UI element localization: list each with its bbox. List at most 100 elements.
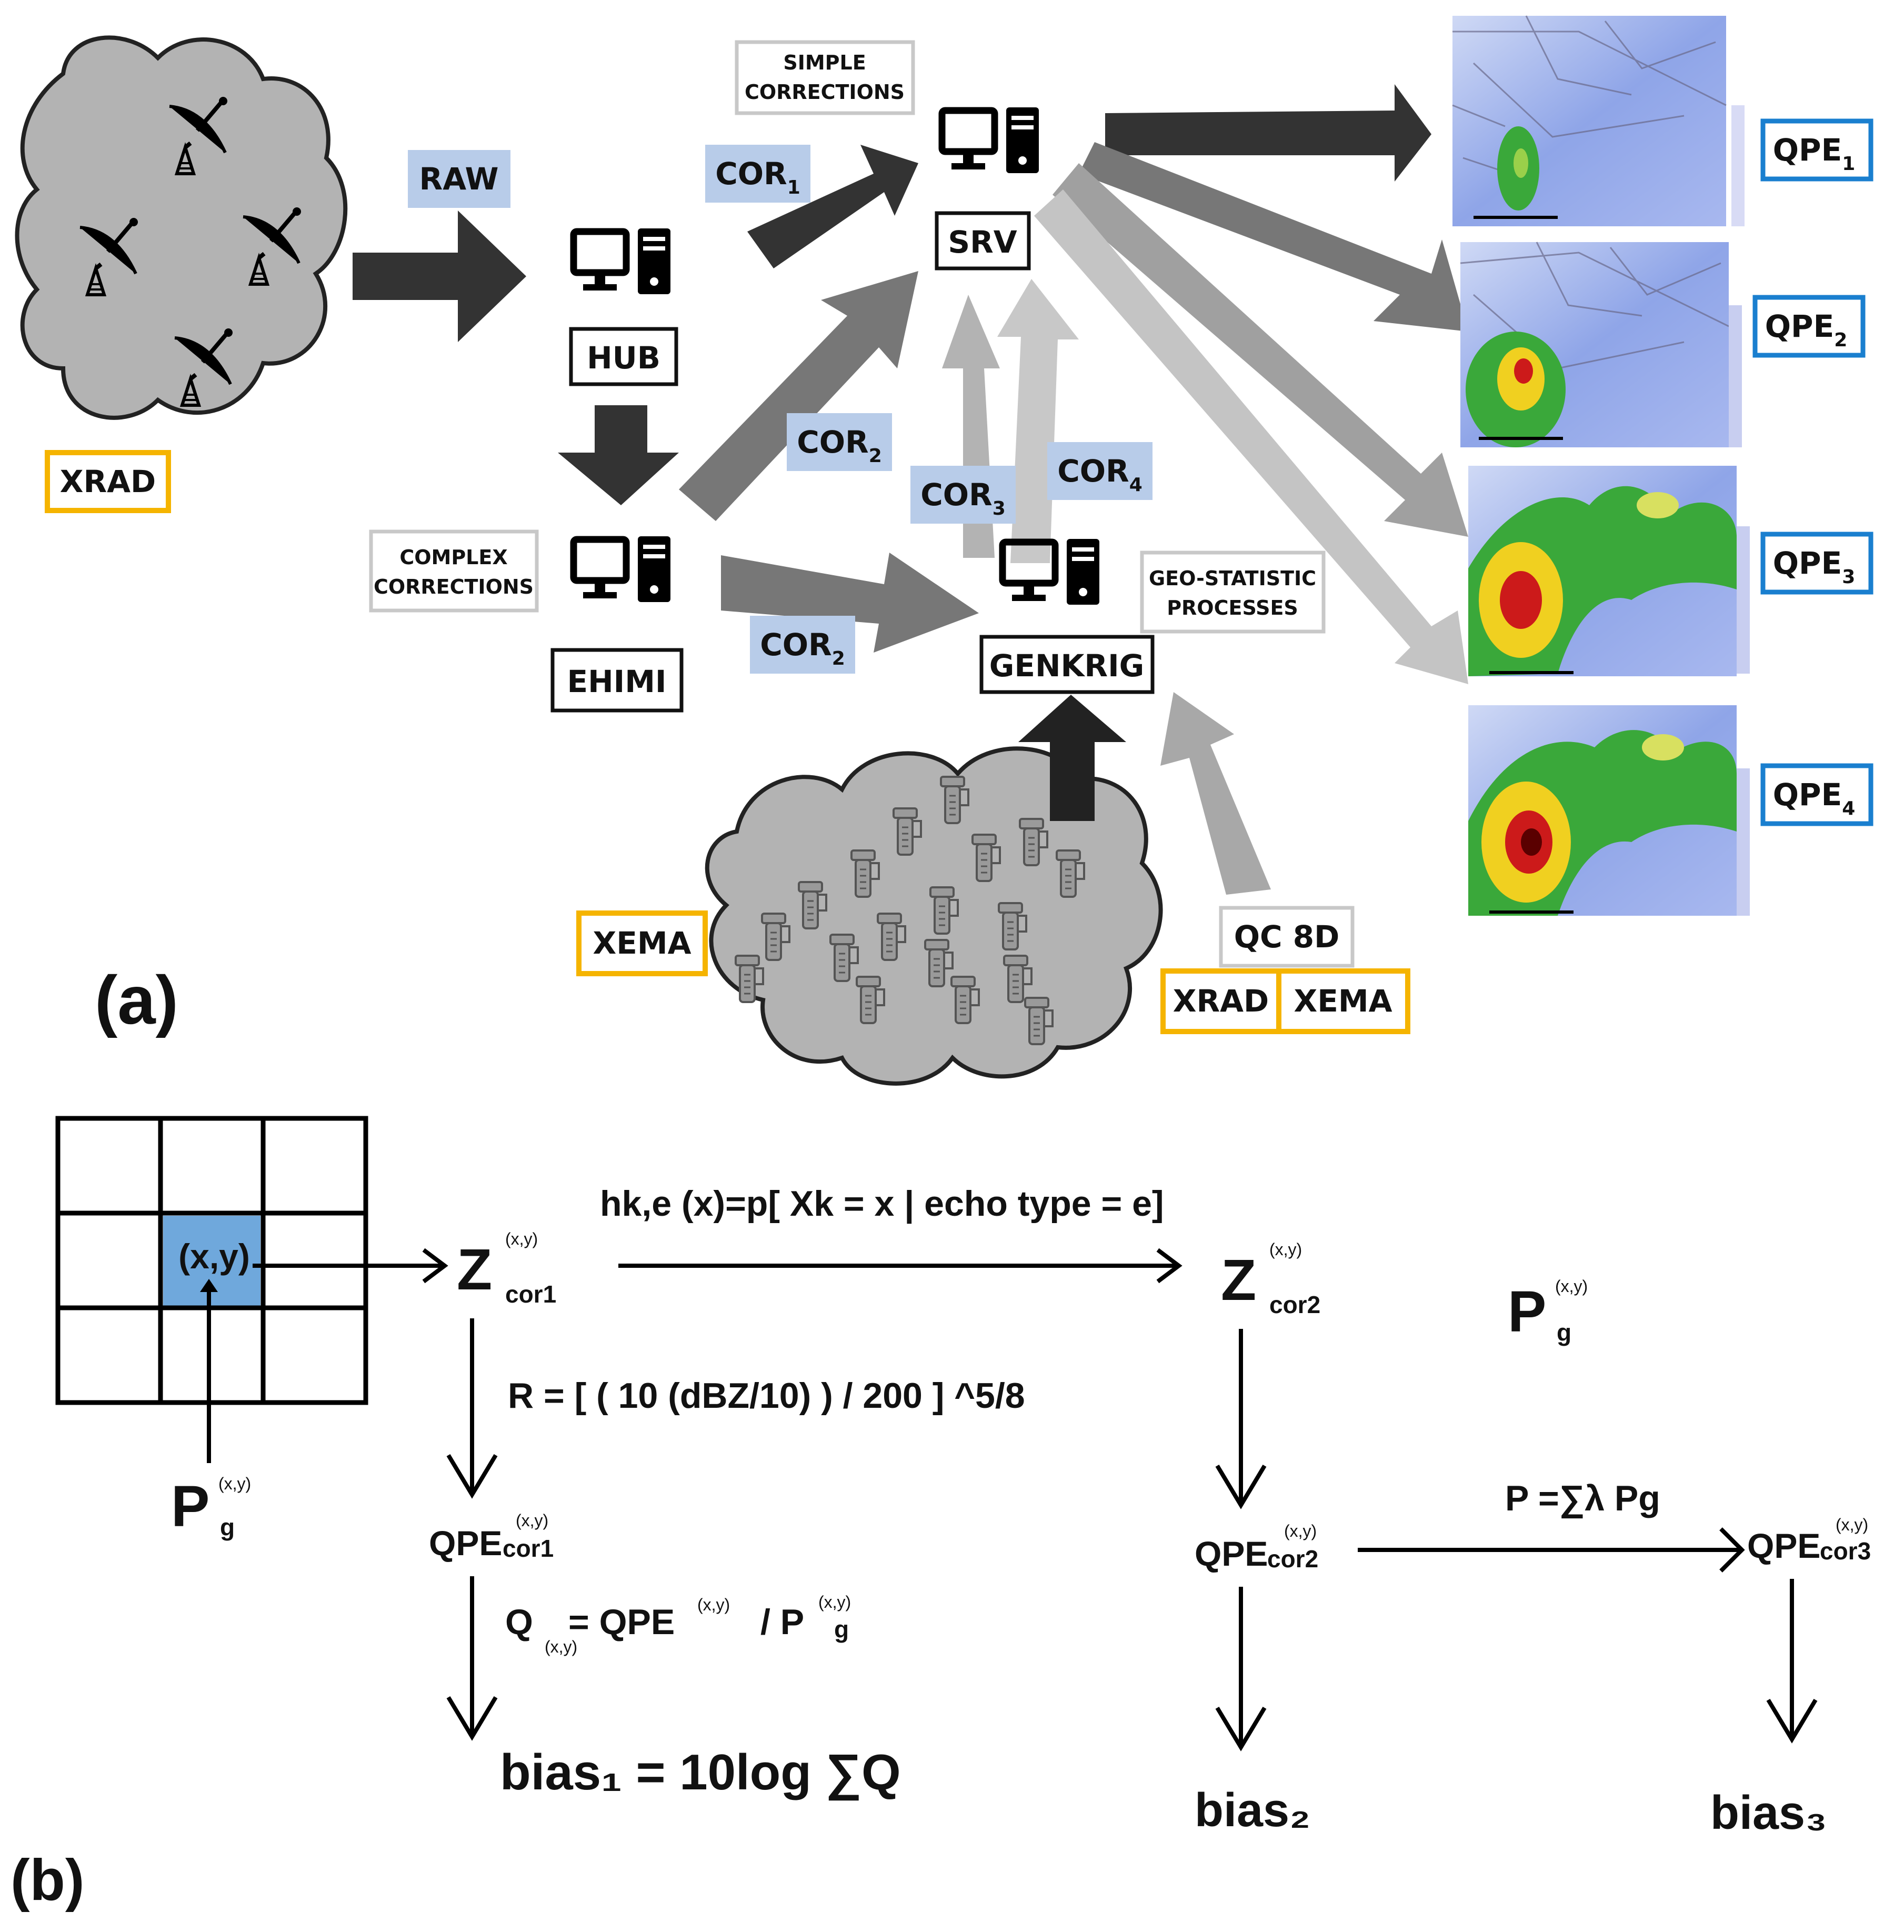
qc-to-genkrig-arrow — [1160, 692, 1271, 895]
qpecor2-to-qpecor3-arrow — [1358, 1527, 1745, 1573]
geostat-processes-box: GEO-STATISTIC PROCESSES — [1140, 550, 1326, 634]
qpecor2-to-bias2-arrow — [1215, 1587, 1267, 1751]
srv-text: SRV — [948, 224, 1017, 260]
cor2-upper-label: COR2 — [787, 413, 892, 471]
cell-to-zcor1-arrow — [253, 1248, 448, 1284]
qpecor2-label: QPEcor2 (x,y) — [1195, 1521, 1318, 1573]
ehimi-label: EHIMI — [550, 648, 684, 713]
panel-b-label: (b) — [11, 1848, 84, 1913]
ehimi-text: EHIMI — [567, 664, 666, 699]
svg-text:COR2: COR2 — [760, 627, 845, 669]
qpecor1-sub: cor1 — [503, 1535, 554, 1562]
pg-left-base: P — [171, 1474, 209, 1539]
simple-corrections-line1: SIMPLE — [783, 51, 866, 74]
qpe3-subscript: 3 — [1842, 566, 1855, 588]
xema-label: XEMA — [576, 910, 708, 976]
qpecor3-to-bias3-arrow — [1766, 1579, 1818, 1744]
qpe3-text: QPE — [1773, 545, 1842, 581]
xrad-label: XRAD — [45, 450, 171, 513]
srv-to-qpe1-arrow — [1105, 84, 1431, 182]
svg-text:QPE1: QPE1 — [1773, 132, 1856, 175]
qpecor3-sup: (x,y) — [1836, 1515, 1868, 1534]
qc-text: QC 8D — [1234, 919, 1340, 955]
q-subscript: (x,y) — [545, 1637, 577, 1656]
simple-corrections-line2: CORRECTIONS — [745, 81, 905, 104]
raw-text: RAW — [419, 161, 499, 197]
qpecor3-base: QPE — [1747, 1526, 1820, 1565]
hub-to-ehimi-arrow — [558, 405, 679, 505]
grid-cell-label: (x,y) — [178, 1237, 250, 1276]
cor1-subscript: 1 — [787, 177, 800, 198]
cor2-upper-arrow — [679, 271, 918, 521]
pg-left-sub: g — [220, 1514, 235, 1541]
bias1-equation: bias₁ = 10log ∑Q — [500, 1744, 901, 1801]
qpecor2-sup: (x,y) — [1284, 1521, 1317, 1540]
qpecor1-label: QPEcor1 (x,y) — [429, 1511, 554, 1563]
qpe1-map — [1452, 15, 1745, 226]
xema-to-genkrig-arrow — [1018, 695, 1126, 821]
zcor2-sub: cor2 — [1269, 1291, 1320, 1318]
xrad-text: XRAD — [60, 464, 156, 499]
genkrig-text: GENKRIG — [989, 648, 1145, 684]
qpe4-label: QPE4 — [1760, 763, 1873, 826]
bias3-label: bias₃ — [1710, 1787, 1827, 1839]
pg-right-sub: g — [1557, 1319, 1571, 1346]
zcor1-to-zcor2-arrow — [618, 1248, 1183, 1284]
cor4-text: COR — [1057, 453, 1129, 489]
zcor1-sub: cor1 — [505, 1280, 556, 1308]
qpecor2-base: QPE — [1195, 1534, 1268, 1573]
qpe2-map — [1460, 242, 1742, 447]
gauge-network-cloud — [705, 746, 1163, 1086]
qpecor1-base: QPE — [429, 1524, 502, 1563]
qc-block: QC 8D XRAD XEMA — [1160, 906, 1410, 1034]
cor4-label: COR4 — [1047, 442, 1153, 500]
qpecor1-sup: (x,y) — [516, 1511, 548, 1530]
q-equals-qpe: = QPE — [568, 1602, 675, 1642]
center-cell-highlight — [163, 1216, 260, 1308]
svg-text:QPE3: QPE3 — [1773, 545, 1856, 588]
cor3-label: COR3 — [910, 466, 1016, 524]
q-div-pg: / P — [760, 1602, 804, 1642]
svg-text:QPE4: QPE4 — [1773, 777, 1856, 819]
svg-text:COR4: COR4 — [1057, 453, 1143, 496]
cor1-text: COR — [715, 156, 787, 192]
complex-corrections-line1: COMPLEX — [399, 546, 507, 569]
complex-corrections-line2: CORRECTIONS — [374, 575, 534, 598]
zcor1-base: Z — [457, 1237, 492, 1302]
qpecor2-sub: cor2 — [1267, 1545, 1318, 1573]
qpecor3-sub: cor3 — [1820, 1537, 1871, 1565]
complex-corrections-box: COMPLEX CORRECTIONS — [369, 529, 539, 613]
cor2-lower-label: COR2 — [750, 616, 855, 674]
cor2-lower-arrow — [721, 553, 979, 653]
cor2-lower-text: COR — [760, 627, 832, 663]
qpe2-subscript: 2 — [1834, 329, 1847, 351]
cor2-upper-subscript: 2 — [869, 445, 882, 467]
zcor1-sup: (x,y) — [505, 1229, 538, 1248]
q-qpe-sup: (x,y) — [697, 1595, 730, 1614]
qpe4-map — [1468, 705, 1750, 916]
hub-label: HUB — [569, 327, 678, 386]
srv-to-qpe4-arrow — [1034, 189, 1468, 684]
srv-computer-icon — [942, 107, 1039, 173]
qpe3-label: QPE3 — [1760, 532, 1873, 595]
pg-left-sup: (x,y) — [218, 1474, 251, 1493]
cor1-arrow — [747, 145, 918, 268]
srv-label: SRV — [935, 211, 1031, 271]
hub-text: HUB — [587, 340, 660, 376]
qc-xema-text: XEMA — [1294, 983, 1392, 1019]
pixel-grid: (x,y) — [55, 1116, 368, 1405]
cor2-upper-text: COR — [797, 424, 869, 460]
histogram-equation: hk,e (x)=p[ Xk = x | echo type = e] — [600, 1184, 1164, 1224]
pg-right-sup: (x,y) — [1555, 1277, 1588, 1296]
ehimi-computer-icon — [574, 536, 670, 602]
zcor1-to-qpecor1-arrow — [446, 1318, 498, 1499]
cor4-subscript: 4 — [1129, 474, 1143, 496]
genkrig-label: GENKRIG — [979, 635, 1155, 694]
radar-network-cloud — [15, 35, 348, 420]
raw-arrow — [353, 211, 526, 342]
pg-to-cell-arrow — [200, 1279, 218, 1463]
geostat-line1: GEO-STATISTIC — [1149, 567, 1316, 590]
